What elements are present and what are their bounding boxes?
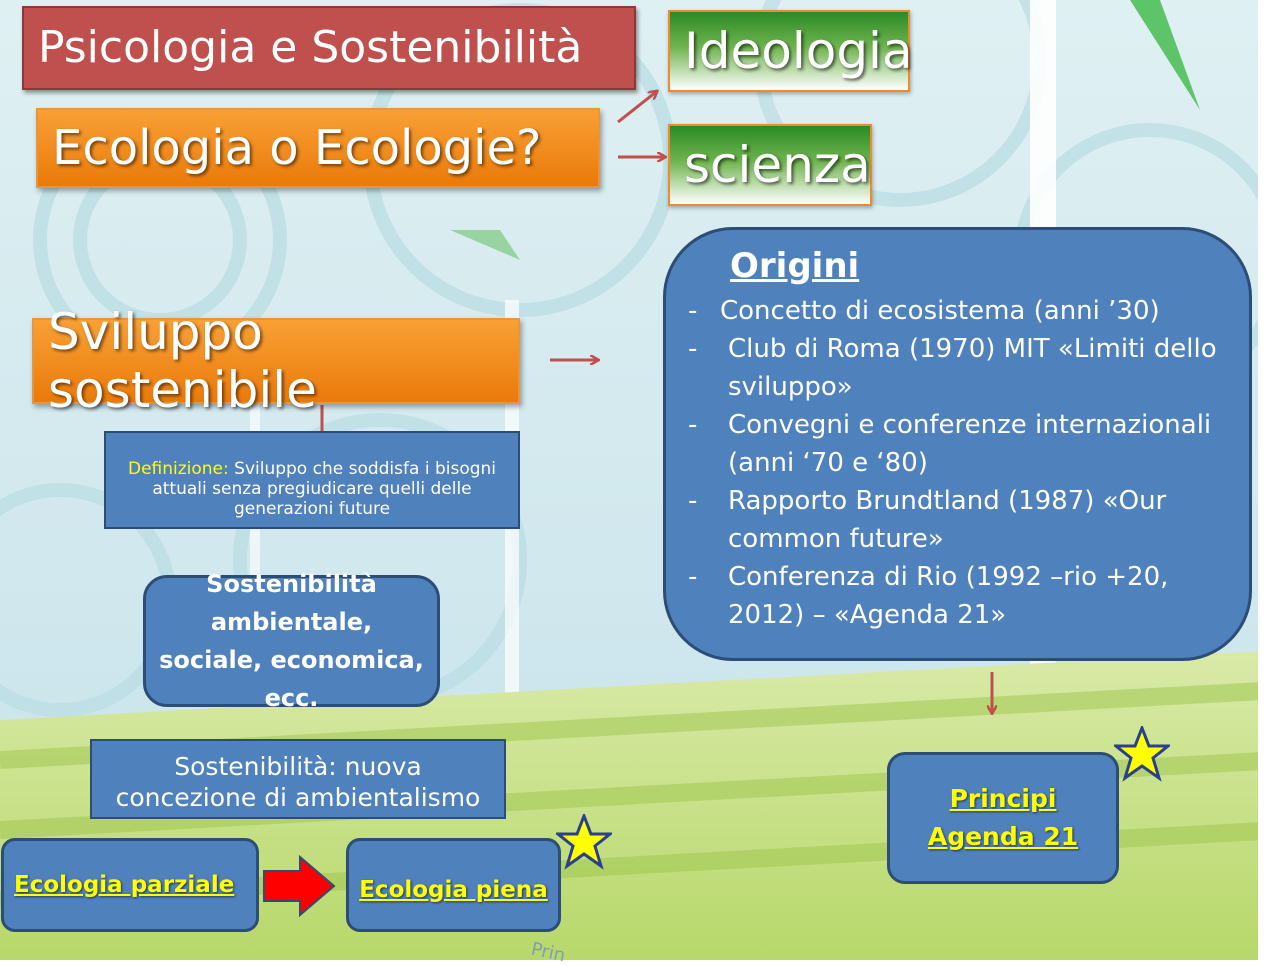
dash-marker: - xyxy=(688,562,698,592)
ideologia-box: Ideologia xyxy=(668,10,913,92)
origini-item-text: Club di Roma (1970) MIT «Limiti dello sv… xyxy=(728,334,1217,402)
agenda-21-link[interactable]: Agenda 21 xyxy=(927,822,1079,851)
slide-title-text: Psicologia e Sostenibilità xyxy=(38,22,583,73)
sostenibilita-nuova-box: Sostenibilità: nuova concezione di ambie… xyxy=(90,739,506,819)
ecologia-question-text: Ecologia o Ecologie? xyxy=(52,120,542,176)
origini-item: -Concetto di ecosistema (anni ’30) xyxy=(670,292,1235,330)
ecologia-piena-link[interactable]: Ecologia piena xyxy=(359,877,548,903)
star-icon xyxy=(1114,726,1170,782)
scienza-box: scienza xyxy=(668,124,872,206)
definizione-text: Sviluppo che soddisfa i bisogni attuali … xyxy=(152,459,497,519)
origini-item: -Convegni e conferenze internazionali (a… xyxy=(670,406,1235,482)
origini-box: Origini -Concetto di ecosistema (anni ’3… xyxy=(663,227,1252,661)
ideologia-text: Ideologia xyxy=(684,22,913,80)
dash-marker: - xyxy=(688,334,698,364)
origini-item-text: Rapporto Brundtland (1987) «Our common f… xyxy=(728,486,1167,554)
dash-marker: - xyxy=(688,486,698,516)
scienza-text: scienza xyxy=(684,136,871,194)
slide-title: Psicologia e Sostenibilità xyxy=(22,6,636,90)
sviluppo-sostenibile-text: Sviluppo sostenibile xyxy=(48,303,317,419)
principi-agenda-box[interactable]: Principi Agenda 21 xyxy=(887,752,1119,884)
sostenibilita-nuova-text: Sostenibilità: nuova concezione di ambie… xyxy=(115,751,481,812)
ecologia-piena-box[interactable]: Ecologia piena xyxy=(346,838,561,932)
origini-item-text: Convegni e conferenze internazionali (an… xyxy=(728,410,1212,478)
definizione-label: Definizione: xyxy=(127,459,229,479)
origini-item-text: Concetto di ecosistema (anni ’30) xyxy=(720,296,1160,326)
principi-link[interactable]: Principi xyxy=(949,784,1057,813)
sostenibilita-dimensioni-text: Sostenibilità ambientale, sociale, econo… xyxy=(159,570,424,712)
dash-marker: - xyxy=(688,296,698,326)
ecologia-parziale-link[interactable]: Ecologia parziale xyxy=(14,872,235,898)
origini-item-text: Conferenza di Rio (1992 –rio +20, 2012) … xyxy=(728,562,1169,630)
origini-list: -Concetto di ecosistema (anni ’30) -Club… xyxy=(670,292,1235,634)
ecologia-question-box: Ecologia o Ecologie? xyxy=(36,108,600,188)
dash-marker: - xyxy=(688,410,698,440)
origini-item: -Club di Roma (1970) MIT «Limiti dello s… xyxy=(670,330,1235,406)
star-icon xyxy=(556,814,612,870)
ecologia-parziale-box[interactable]: Ecologia parziale xyxy=(1,838,259,932)
origini-item: -Conferenza di Rio (1992 –rio +20, 2012)… xyxy=(670,558,1235,634)
origini-item: -Rapporto Brundtland (1987) «Our common … xyxy=(670,482,1235,558)
origini-title: Origini xyxy=(730,246,860,286)
sostenibilita-dimensioni-box: Sostenibilità ambientale, sociale, econo… xyxy=(143,570,440,712)
block-arrow-icon xyxy=(263,855,336,917)
definizione-box: Definizione: Sviluppo che soddisfa i bis… xyxy=(104,431,520,529)
sviluppo-sostenibile-box: Sviluppo sostenibile xyxy=(32,303,520,419)
